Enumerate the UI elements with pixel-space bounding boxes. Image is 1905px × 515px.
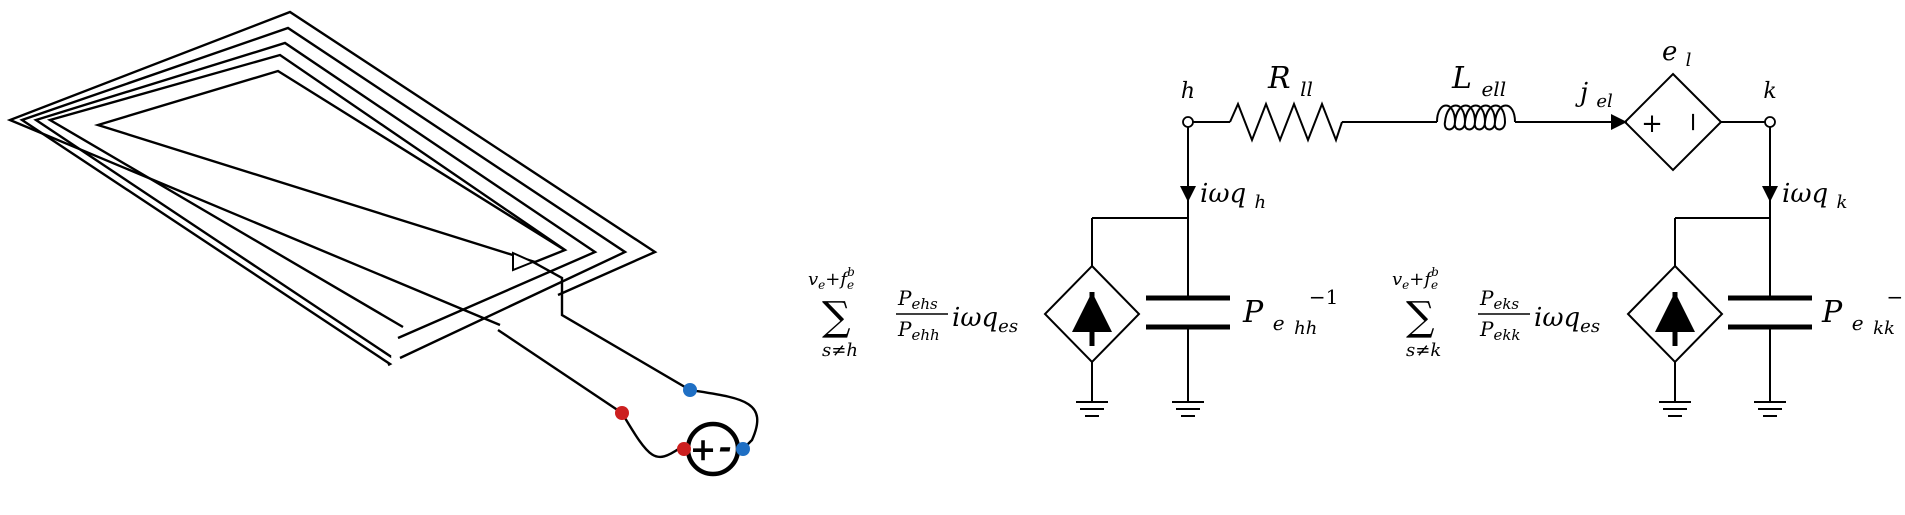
spiral-coil: [6, 10, 691, 414]
resistor-R: [1229, 101, 1343, 143]
sum-k-symbol: ∑: [1406, 294, 1435, 340]
inductor-label: L ell: [1451, 61, 1506, 101]
sum-k-lower: s≠k: [1406, 340, 1441, 361]
inductor-L: [1436, 104, 1516, 131]
capacitor-h-sub-hh: hh: [1294, 318, 1317, 339]
inductor-symbol: L: [1451, 61, 1472, 96]
capacitor-h-symbol: P: [1242, 295, 1264, 330]
coil-start-marker: [512, 251, 536, 272]
dependent-voltage-source: [1623, 72, 1723, 172]
current-k-text: iωq: [1782, 179, 1828, 209]
shunt-branch-h: [1043, 127, 1230, 417]
capacitor-k-label: P e kk −1: [1821, 285, 1905, 342]
sum-k-upper: ve+feb: [1392, 265, 1439, 292]
capacitor-h-superscript: −1: [1309, 285, 1338, 309]
voltage-e-label: e l: [1662, 37, 1692, 71]
current-j-label: j el: [1575, 78, 1613, 112]
terminal-blue-source: [736, 442, 750, 456]
current-h-label: iωq h: [1200, 179, 1266, 213]
coil-turn-inner: [46, 53, 568, 329]
current-h-text: iωq: [1200, 179, 1246, 209]
series-branch: + −: [1188, 72, 1770, 172]
resistor-symbol: R: [1267, 61, 1291, 96]
coil-lead-inner: [532, 260, 691, 392]
current-k-subscript: k: [1836, 192, 1847, 213]
voltage-e-subscript: l: [1686, 50, 1692, 71]
capacitor-k-symbol: P: [1821, 295, 1843, 330]
terminal-blue-coil: [683, 383, 697, 397]
coil-turn-innermost: [93, 69, 564, 264]
voltage-source: + -: [685, 421, 741, 477]
node-k-label: k: [1763, 79, 1776, 104]
source-plus-sign: +: [690, 430, 717, 468]
current-h-subscript: h: [1254, 192, 1266, 213]
sum-expression-k: ve+feb ∑ s≠k Peks Pekk iωqes: [1392, 265, 1600, 361]
resistor-label: R ll: [1267, 61, 1313, 101]
current-k-label: iωq k: [1782, 179, 1847, 213]
sum-k-denominator: Pekk: [1479, 317, 1521, 344]
sum-h-lower: s≠h: [822, 340, 858, 361]
capacitor-k-sub-kk: kk: [1873, 318, 1895, 339]
node-h-label: h: [1181, 79, 1195, 104]
terminal-red-source: [677, 442, 691, 456]
terminal-red-coil: [615, 406, 629, 420]
coil-turn-3: [33, 41, 598, 359]
inductor-subscript: ell: [1481, 77, 1506, 101]
voltage-e-symbol: e: [1662, 37, 1677, 67]
capacitor-h-label: P e hh −1: [1242, 285, 1338, 342]
node-h: [1182, 116, 1194, 128]
sum-h-symbol: ∑: [822, 294, 851, 340]
resistor-subscript: ll: [1300, 77, 1313, 101]
source-minus-sign: -: [718, 428, 731, 466]
vsrc-minus: −: [1678, 111, 1708, 133]
node-k: [1764, 116, 1776, 128]
sum-k-tail: iωqes: [1534, 303, 1600, 337]
sum-h-numerator: Pehs: [897, 286, 938, 313]
coil-lead-outer: [497, 329, 623, 414]
sum-h-tail: iωqes: [952, 303, 1018, 337]
sum-k-numerator: Peks: [1479, 286, 1519, 313]
vsrc-plus: +: [1641, 109, 1663, 139]
shunt-branch-k: [1626, 127, 1812, 417]
sum-expression-h: ve+feb ∑ s≠h Pehs Pehh iωqes: [808, 265, 1018, 361]
sum-h-denominator: Pehh: [897, 317, 940, 344]
capacitor-h-sub-e: e: [1273, 311, 1285, 335]
capacitor-k-sub-e: e: [1852, 311, 1864, 335]
coil-turn-outer: [6, 10, 658, 327]
capacitor-k-superscript: −1: [1887, 285, 1905, 309]
sum-h-upper: ve+feb: [808, 265, 855, 292]
coil-turn-2: [19, 26, 628, 367]
source-wire-negative: [689, 388, 759, 450]
source-wire-positive: [620, 412, 684, 459]
current-j-subscript: el: [1596, 91, 1613, 112]
current-j-symbol: j: [1575, 78, 1588, 108]
